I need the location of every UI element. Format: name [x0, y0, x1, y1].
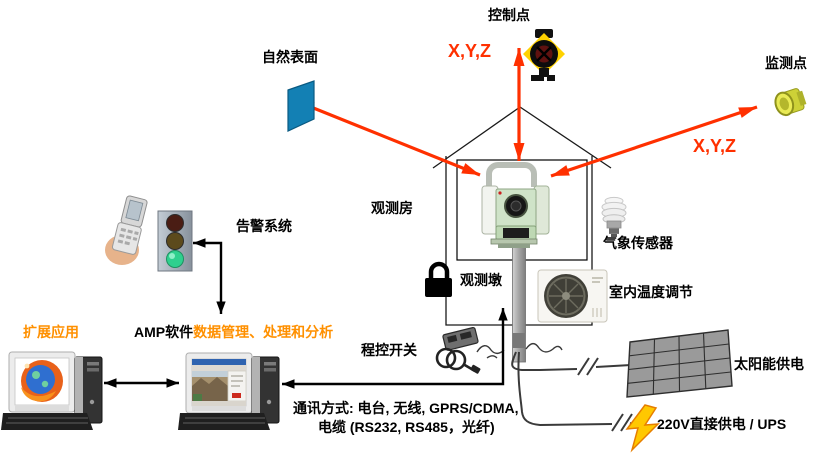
label-comm-line1: 通讯方式: 电台, 无线, GPRS/CDMA,: [293, 400, 519, 416]
label-natural-surface: 自然表面: [262, 49, 318, 65]
black-connectors: [104, 238, 508, 389]
red-arrow-monitor-point: [550, 105, 758, 178]
label-control-point: 控制点: [488, 7, 530, 23]
power-cables: [511, 351, 643, 428]
arrow-alarm-link: [193, 238, 226, 314]
lightning-bolt-icon: [625, 404, 660, 453]
survey-prism-target-icon: [523, 29, 565, 81]
label-amp-software-line: AMP软件数据管理、处理和分析: [134, 324, 333, 340]
label-solar-power: 太阳能供电: [734, 356, 804, 372]
monitor-prism-icon: [774, 88, 807, 117]
padlock-icon: [425, 261, 452, 297]
label-monitor-point: 监测点: [765, 55, 807, 71]
label-xyz-left: X,Y,Z: [448, 41, 492, 61]
weather-sensor-icon: [601, 196, 627, 237]
label-prog-switch: 程控开关: [361, 342, 417, 358]
air-conditioner-icon: [537, 269, 608, 323]
natural-surface-icon: [287, 80, 315, 132]
arrow-station-to-computer: [282, 308, 508, 389]
label-comm-line2: 电缆 (RS232, RS485，光纤): [318, 419, 495, 435]
label-xyz-right: X,Y,Z: [693, 136, 737, 156]
label-alarm-system: 告警系统: [236, 218, 292, 234]
total-station-icon: [481, 162, 550, 248]
label-ups-power: 220V直接供电 / UPS: [657, 416, 787, 432]
label-extended-app: 扩展应用: [23, 324, 79, 340]
program-switch-icon: [435, 326, 481, 374]
computer-firefox-icon: [1, 351, 103, 430]
label-indoor-temp: 室内温度调节: [609, 284, 693, 300]
computer-monitoring-icon: [178, 352, 280, 430]
label-amp-software: AMP软件: [134, 324, 194, 340]
label-weather-sensor: 气象传感器: [603, 235, 673, 251]
label-amp-software-desc: 数据管理、处理和分析: [193, 324, 334, 340]
red-measurement-arrows: [295, 48, 758, 178]
observation-pillar: [512, 245, 526, 363]
solar-panel-icon: [626, 329, 733, 398]
red-arrow-natural-surface: [295, 99, 481, 177]
phone-in-hand-icon: [105, 195, 148, 265]
label-obs-pillar: 观测墩: [460, 272, 502, 288]
traffic-light-icon: [157, 210, 193, 272]
cable-break-marks: [577, 357, 633, 432]
label-obs-house: 观测房: [371, 200, 413, 216]
